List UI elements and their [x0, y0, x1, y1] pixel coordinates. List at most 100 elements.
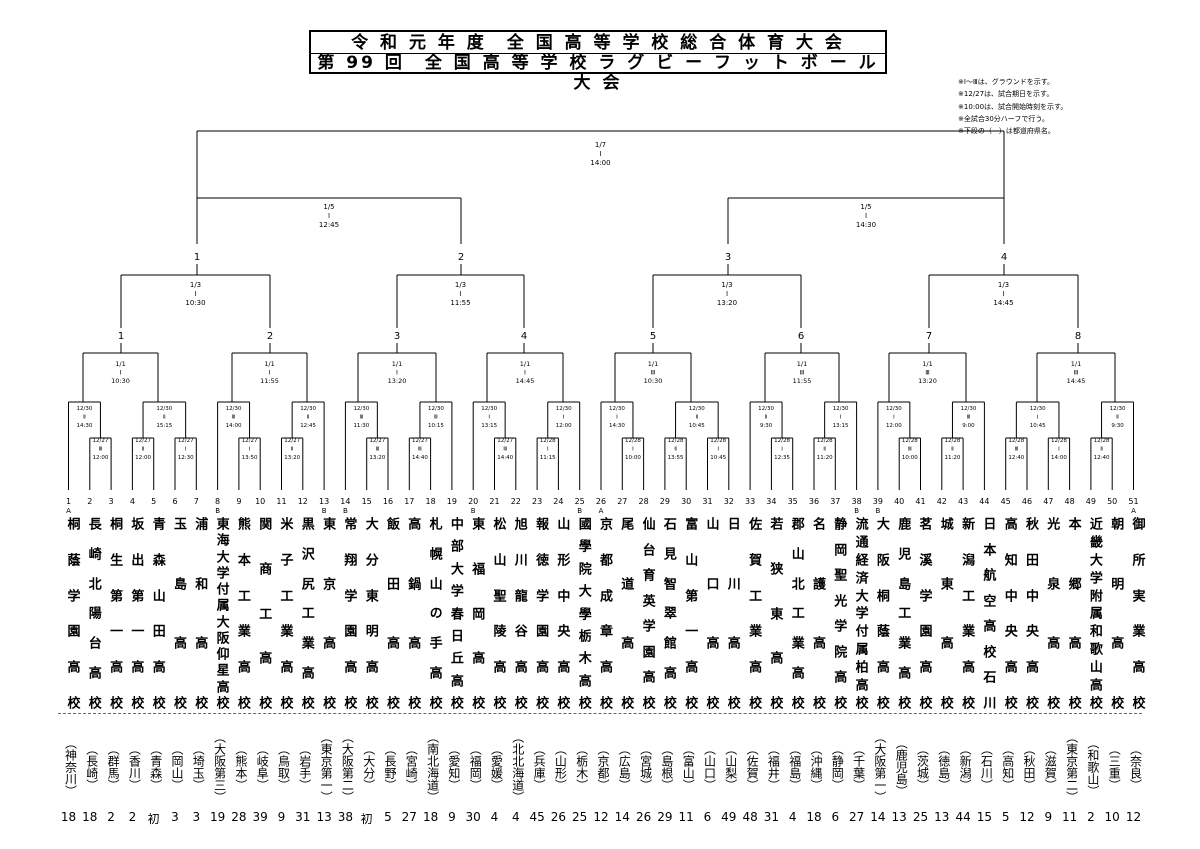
school-name-char: 実 — [1129, 588, 1145, 602]
school-name-char: 東 — [213, 517, 229, 530]
school-name-char: 郡 — [788, 517, 804, 530]
round1-match-time: 13:20 — [369, 455, 385, 461]
round1-match-ground: Ⅰ — [547, 447, 549, 453]
school-name-char: 熊 — [234, 517, 250, 530]
school-name-char: 高 — [64, 660, 80, 674]
round1-match-date: 12/28 — [1094, 438, 1110, 444]
round2-match-date: 12/30 — [353, 406, 369, 412]
semifinal-slot-label: 4 — [1001, 252, 1007, 263]
round2-match-time: 11:30 — [353, 423, 369, 429]
semifinal-slot-label: 2 — [458, 252, 464, 263]
team-number: 31 — [702, 497, 713, 506]
school-name-char: 学 — [852, 606, 868, 620]
round2-match-ground: Ⅱ — [83, 415, 86, 421]
school-name-char: 学 — [639, 619, 655, 633]
school-name-char: 東 — [767, 606, 783, 620]
school-name-char: 石 — [980, 670, 996, 684]
team-number: 5 — [151, 497, 157, 506]
seed-mark: A — [598, 507, 604, 515]
round2-match-ground: Ⅰ — [616, 415, 618, 421]
round2-match-date: 12/30 — [156, 406, 172, 412]
school-name-char: 業 — [788, 636, 804, 650]
team-number: 7 — [193, 497, 199, 506]
school-name-char: 高 — [597, 660, 612, 674]
team-number: 16 — [382, 497, 394, 506]
round1-match-time: 12:40 — [1094, 455, 1110, 461]
prefecture: （北北海道） — [510, 731, 525, 803]
team-number: 9 — [236, 497, 242, 506]
round2-match-time: 12:45 — [300, 423, 316, 429]
school-name-char: 高 — [320, 636, 336, 650]
appearance-count: 5 — [1001, 810, 1010, 824]
school-name-char: 高 — [660, 666, 676, 680]
prefecture: （奈良） — [1128, 743, 1143, 791]
appearance-count: 2 — [1087, 810, 1095, 824]
school-name-char: 道 — [618, 576, 634, 590]
seed-mark: A — [66, 507, 71, 515]
appearance-count: 3 — [171, 810, 179, 824]
school-name: 飯田高校 — [377, 517, 399, 709]
school-name-char: 旭 — [511, 517, 527, 530]
school-name-char: 学 — [213, 565, 229, 579]
school-name-char: 田 — [149, 624, 165, 638]
school-name: 静岡聖光学院高校 — [824, 517, 846, 709]
team-number: 17 — [404, 497, 415, 506]
appearance-count: 18 — [806, 810, 822, 824]
note-line: ※下段の（ ）は都道府県名。 — [958, 127, 1055, 136]
round3-match-ground: Ⅰ — [269, 369, 271, 377]
round3-match-date: 1/1 — [1071, 360, 1081, 368]
school-name-char: 高 — [533, 660, 549, 674]
school-name-char: 校 — [405, 695, 421, 709]
prefecture: （宮崎） — [404, 743, 419, 791]
school-name-char: 校 — [511, 695, 527, 709]
school-name-char: 校 — [426, 695, 442, 709]
school-name-char: 高 — [511, 660, 527, 674]
round2-match-ground: Ⅱ — [765, 415, 768, 421]
appearance-count: 4 — [788, 810, 797, 824]
team-number: 23 — [532, 497, 543, 506]
school-name: 石見智翠館高校 — [654, 517, 676, 709]
school-name-char: 高 — [916, 660, 932, 674]
school-name-char: 鹿 — [895, 517, 911, 530]
school-name-char: 高 — [149, 660, 165, 674]
appearance-count: 10 — [1104, 810, 1120, 824]
school-name-char: 校 — [1129, 695, 1145, 709]
appearance-count: 4 — [511, 810, 520, 824]
round2-match-date: 12/30 — [1110, 406, 1126, 412]
school-name: 新潟工業高校 — [952, 517, 974, 709]
school-name-char: 通 — [852, 534, 868, 548]
school-name-char: 福 — [469, 561, 485, 575]
school-name-char: 校 — [490, 695, 506, 709]
round2-match-ground: Ⅱ — [1116, 415, 1119, 421]
prefecture: （宮城） — [638, 743, 653, 791]
school-name-char: 児 — [895, 546, 911, 560]
round2-match-ground: Ⅰ — [1037, 415, 1039, 421]
school-name-char: 歌 — [1086, 642, 1102, 656]
school-name-char: 工 — [234, 588, 250, 602]
round2-match-ground: Ⅰ — [893, 415, 895, 421]
school-name-char: 手 — [426, 636, 442, 650]
round1-match-ground: Ⅰ — [781, 447, 783, 453]
school-name-char: 流 — [852, 517, 868, 530]
school-name-char: 校 — [469, 696, 485, 709]
school-name-char: 賀 — [746, 552, 762, 566]
school-name-char: 常 — [341, 517, 357, 530]
prefecture: （長崎） — [84, 743, 99, 791]
school-name-char: 大 — [447, 561, 463, 575]
school-name: 常翔学園高校 — [334, 517, 356, 709]
round2-match-ground: Ⅲ — [232, 415, 236, 421]
seed-mark: B — [215, 507, 220, 515]
round3-match-ground: Ⅲ — [800, 369, 804, 377]
school-name-char: 学 — [533, 588, 549, 602]
prefecture: （岐阜） — [255, 743, 270, 791]
school-name-char: 業 — [746, 624, 762, 638]
school-name-char: 和 — [192, 576, 208, 590]
team-number: 37 — [830, 497, 841, 506]
team-number: 46 — [1021, 497, 1033, 506]
school-name: 旭川龍谷高校 — [505, 517, 527, 709]
school-name-char: 校 — [1044, 695, 1060, 709]
school-name-char: 高 — [937, 636, 953, 650]
school-name-char: 校 — [1086, 695, 1102, 709]
school-name-char: 國 — [575, 517, 591, 530]
school-name-char: 海 — [213, 533, 229, 547]
